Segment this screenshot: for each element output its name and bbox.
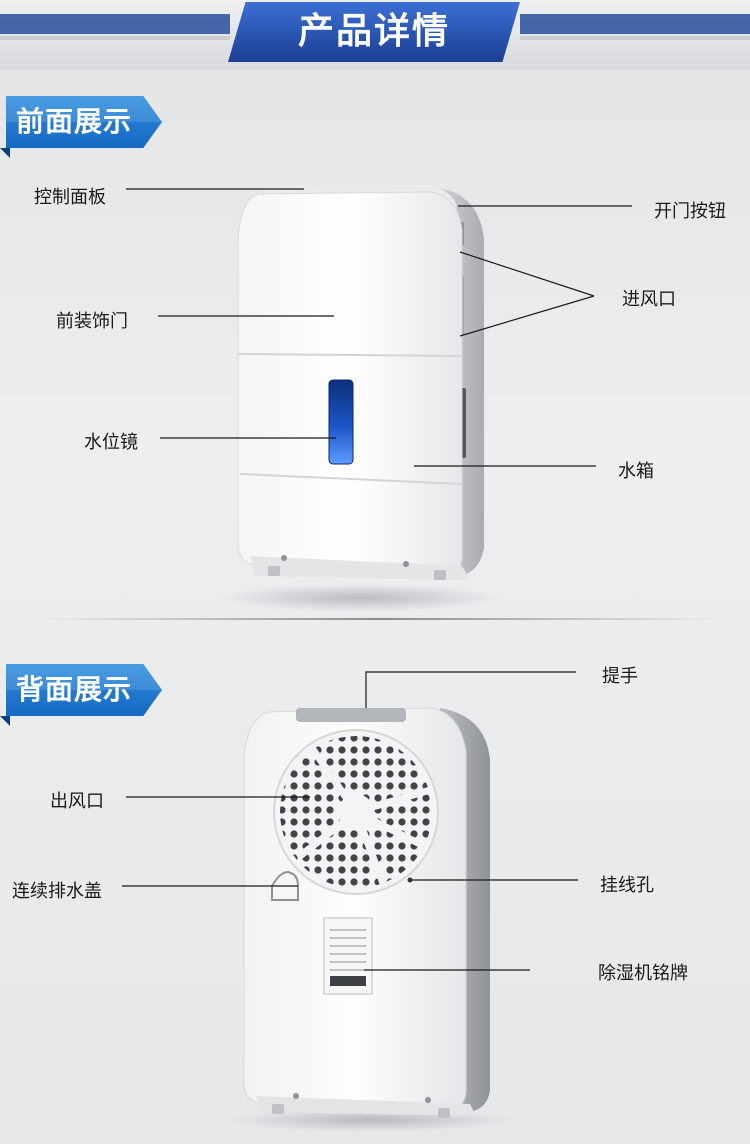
top-banner: 产品详情 [0, 0, 750, 70]
section-title-back: 背面展示 [16, 673, 133, 706]
section-title-front: 前面展示 [16, 105, 133, 138]
section-ribbon-front [6, 96, 162, 148]
label-handle: 提手 [602, 666, 638, 687]
page-title: 产品详情 [297, 11, 450, 52]
label-hanging-hole: 挂线孔 [600, 875, 654, 896]
label-control-panel: 控制面板 [34, 187, 106, 208]
label-front-door: 前装饰门 [56, 311, 128, 332]
banner-title-background [228, 2, 520, 62]
label-drain-cover: 连续排水盖 [12, 881, 102, 902]
label-nameplate: 除湿机铭牌 [598, 963, 688, 984]
banner-stripe-right [520, 14, 750, 40]
label-water-tank: 水箱 [618, 461, 654, 482]
label-water-level: 水位镜 [84, 432, 138, 453]
section-ribbon-back [6, 664, 162, 716]
label-air-outlet: 出风口 [50, 791, 104, 812]
section-divider [40, 618, 720, 620]
dehumidifier-front-image [220, 184, 500, 612]
ribbon-fold-front [0, 148, 10, 158]
label-air-inlet: 进风口 [622, 289, 676, 310]
ribbon-fold-back [0, 716, 10, 726]
label-open-button: 开门按钮 [654, 201, 726, 222]
banner-stripe-left [0, 14, 230, 40]
